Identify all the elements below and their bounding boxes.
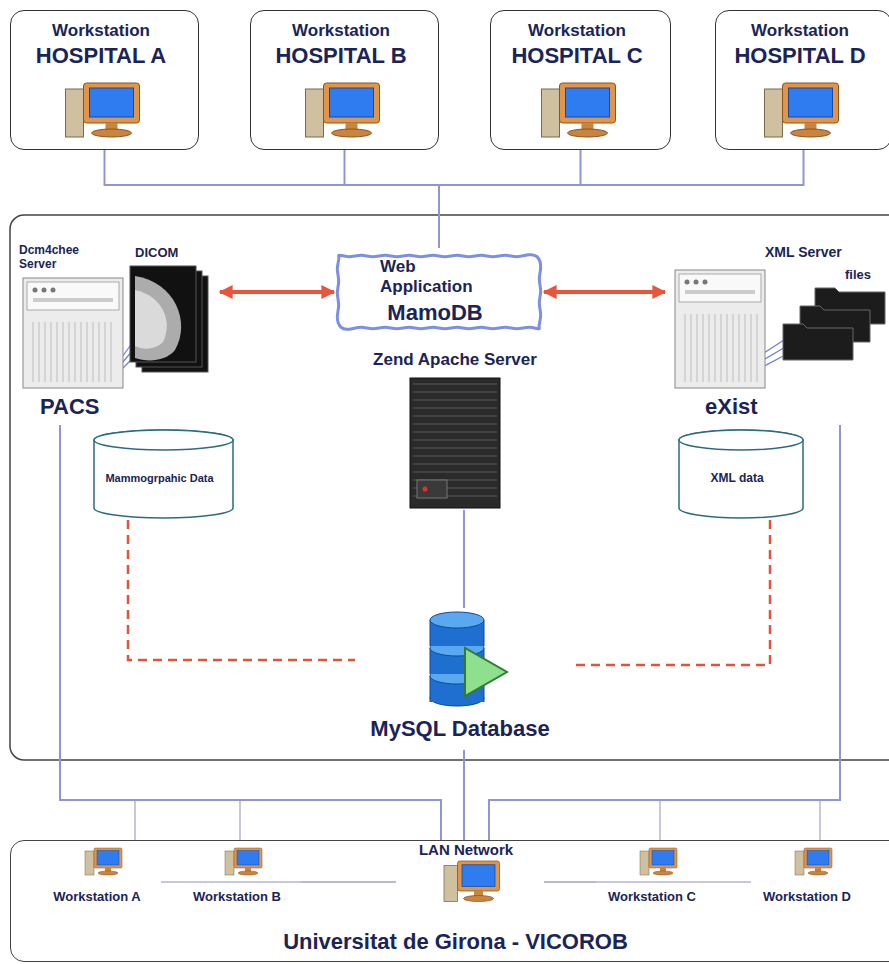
node-label: Workstation D xyxy=(751,890,863,905)
server-tower xyxy=(675,270,765,388)
node-label: eXist xyxy=(705,394,758,419)
data-cylinder: Mammogrpahic Data xyxy=(92,428,235,520)
workstation-node: Workstation A xyxy=(41,846,161,912)
bus-drops xyxy=(135,800,820,841)
connector xyxy=(489,425,840,841)
data-cylinder: XML data xyxy=(677,428,805,520)
connector xyxy=(161,881,396,883)
computer-icon xyxy=(795,848,832,875)
workstation-node: Workstation D xyxy=(751,846,871,912)
computer-icon xyxy=(225,848,262,875)
workstation-node: Workstation B xyxy=(181,846,301,912)
computer-icon xyxy=(444,861,500,902)
node-label: DICOM xyxy=(135,246,178,261)
web-app-cloud: Web ApplicationMamoDB xyxy=(330,248,548,336)
node-label: MamoDB xyxy=(330,300,540,325)
database-icon xyxy=(430,612,507,706)
node-illustration xyxy=(355,350,563,510)
connector xyxy=(60,425,441,841)
node-label: files xyxy=(845,268,871,283)
mammogram-images xyxy=(130,266,208,372)
connector xyxy=(128,520,355,660)
node-label: Workstation C xyxy=(596,890,708,905)
node-label: HOSPITAL B xyxy=(251,43,431,68)
system-band xyxy=(10,215,889,760)
hospital-box: WorkstationHOSPITAL D xyxy=(715,10,889,150)
pacs-server: Dcm4chee Server DICOM PACS xyxy=(15,242,220,425)
connector xyxy=(573,520,770,665)
connector xyxy=(345,150,440,248)
node-label: XML data xyxy=(677,472,797,486)
connector xyxy=(439,150,581,248)
node-label: Web Application xyxy=(380,257,490,296)
computer-icon xyxy=(85,848,122,875)
web-server: Zend Apache Server xyxy=(355,350,563,510)
hospital-box: WorkstationHOSPITAL A xyxy=(10,10,199,150)
node-label: Workstation xyxy=(491,21,663,41)
xml-server: XML Serverfiles eXist xyxy=(665,242,885,425)
connector xyxy=(463,750,465,841)
node-label: XML Server xyxy=(765,244,842,260)
connector xyxy=(220,290,334,294)
computer-icon xyxy=(640,848,677,875)
hospital-box: WorkstationHOSPITAL B xyxy=(250,10,439,150)
node-label: PACS xyxy=(40,394,100,419)
node-label: LAN Network xyxy=(396,841,536,858)
node-label: HOSPITAL D xyxy=(716,43,884,68)
computer-icon xyxy=(765,83,839,137)
node-label: HOSPITAL C xyxy=(491,43,663,68)
file-folders xyxy=(783,288,885,360)
database-node: MySQL Database xyxy=(355,608,573,750)
cylinder-top xyxy=(679,430,803,450)
node-label: Zend Apache Server xyxy=(355,350,555,370)
node-label: Workstation xyxy=(251,21,431,41)
node-label: Workstation xyxy=(716,21,884,41)
lan-node: LAN Network xyxy=(396,841,544,907)
node-label: MySQL Database xyxy=(355,716,565,741)
server-tower xyxy=(23,278,123,388)
connector xyxy=(439,150,804,248)
node-label: Workstation B xyxy=(181,890,293,905)
connector xyxy=(544,881,751,883)
connector xyxy=(544,290,665,294)
node-label: Workstation A xyxy=(41,890,153,905)
rack-server xyxy=(410,378,500,508)
cylinder-top xyxy=(94,430,233,450)
connector xyxy=(105,150,440,248)
computer-icon xyxy=(542,83,616,137)
node-label: Workstation xyxy=(11,21,191,41)
node-label: HOSPITAL A xyxy=(11,43,191,68)
node-label: Dcm4chee Server xyxy=(19,244,99,272)
node-label: Mammogrpahic Data xyxy=(92,472,227,485)
computer-icon xyxy=(66,83,140,137)
lab-band: LAN NetworkWorkstation A Workstation B Wor… xyxy=(10,840,889,962)
node-label: Universitat de Girona - VICOROB xyxy=(11,929,889,954)
hospital-box: WorkstationHOSPITAL C xyxy=(490,10,671,150)
connector xyxy=(463,510,465,608)
computer-icon xyxy=(306,83,380,137)
workstation-node: Workstation C xyxy=(596,846,716,912)
connector xyxy=(301,881,396,883)
